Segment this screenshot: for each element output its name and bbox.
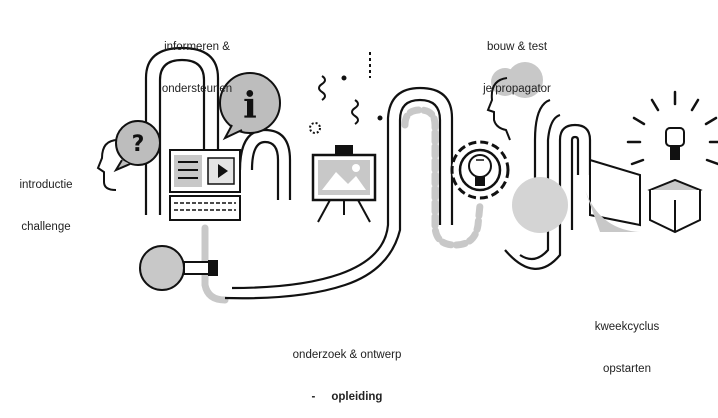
label-introductie-line2: challenge [21, 221, 71, 233]
label-onderzoek-line1: onderzoek & ontwerp [292, 349, 402, 361]
gray-shapes [491, 62, 641, 233]
label-kweekcyclus-line2: opstarten [603, 363, 651, 375]
label-kweekcyclus-line1: kweekcyclus [594, 321, 660, 333]
label-introductie: introductie challenge [10, 150, 82, 248]
label-bouw-line1: bouw & test [486, 41, 548, 53]
thinking-head-icon [486, 77, 511, 141]
gear-bulb-icon [450, 140, 510, 200]
easel-icon [311, 145, 377, 223]
label-kweekcyclus: kweekcyclus opstarten [582, 292, 672, 390]
info-bubble-icon: i [219, 72, 281, 141]
question-glyph: ? [132, 132, 145, 157]
box-bulb-icon [626, 90, 718, 234]
label-onderzoek: onderzoek & ontwerp - opleiding [272, 320, 422, 418]
question-bubble-icon: ? [113, 120, 161, 173]
label-informeren: informeren & ondersteunen [152, 12, 242, 110]
label-bouw: bouw & test je propagator [470, 12, 564, 110]
decorative-squiggles [309, 52, 383, 134]
label-informeren-line2: ondersteunen [161, 83, 233, 95]
magnifier-icon [139, 245, 218, 291]
info-glyph: i [243, 85, 257, 127]
label-bouw-line2: je propagator [483, 83, 551, 95]
intro-head-icon [96, 139, 119, 191]
screen-icon [169, 149, 241, 221]
label-introductie-line1: introductie [19, 179, 73, 191]
process-diagram: ? i [96, 46, 718, 304]
label-onderzoek-line2: - opleiding [311, 391, 383, 403]
label-informeren-line1: informeren & [164, 41, 230, 53]
gray-path [201, 106, 484, 304]
